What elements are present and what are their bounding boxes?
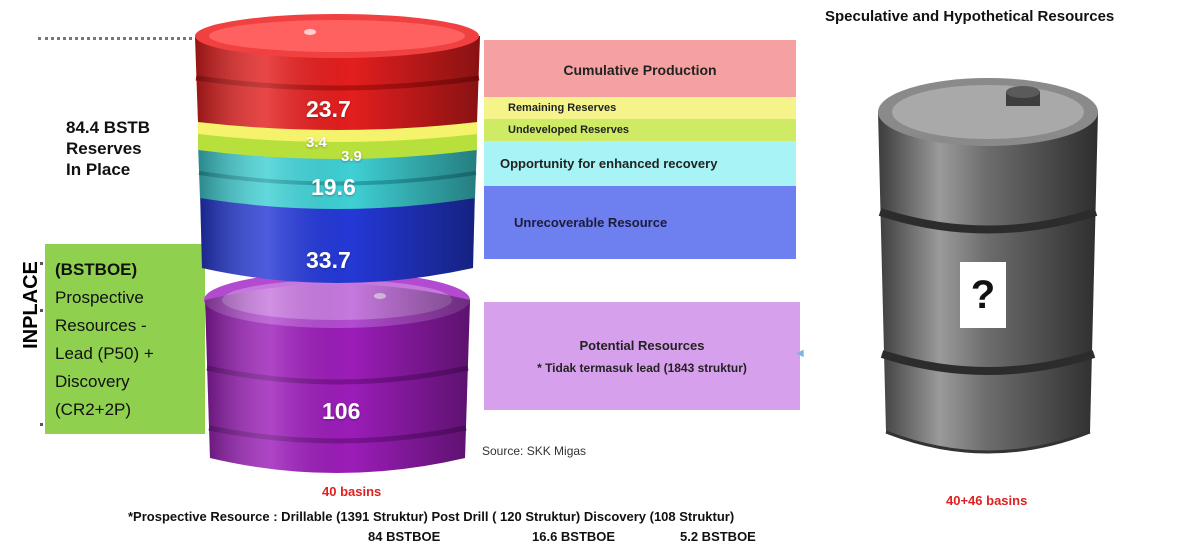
opportunity-band xyxy=(198,143,477,209)
label-potential-resources: Potential Resources * Tidak termasuk lea… xyxy=(484,302,800,410)
prospective-line: (CR2+2P) xyxy=(55,400,132,419)
potential-note: * Tidak termasuk lead (1843 struktur) xyxy=(537,360,747,375)
value-undeveloped: 3.9 xyxy=(341,148,362,165)
value-remaining: 3.4 xyxy=(306,134,327,151)
basins-right: 40+46 basins xyxy=(946,493,1028,508)
prospective-line: Resources - xyxy=(55,316,147,335)
chevron-left-icon: ◀ xyxy=(796,348,804,359)
marker-dot xyxy=(40,309,43,312)
prospective-heading: (BSTBOE) xyxy=(55,260,138,279)
unrecoverable-band xyxy=(200,190,475,283)
reserves-in-place-text: 84.4 BSTB Reserves In Place xyxy=(66,117,150,180)
value-cumulative: 23.7 xyxy=(306,96,351,122)
label-cumulative-production: Cumulative Production xyxy=(484,40,796,100)
footer-note: *Prospective Resource : Drillable (1391 … xyxy=(128,509,735,524)
footer-value-postdrill: 16.6 BSTBOE xyxy=(532,529,616,544)
value-unrecoverable: 33.7 xyxy=(306,247,351,273)
label-unrecoverable-resource: Unrecoverable Resource xyxy=(484,186,796,259)
reserves-word: Reserves xyxy=(66,139,142,158)
prospective-line: Discovery xyxy=(55,372,130,391)
stacked-oil-barrel xyxy=(195,14,480,473)
reserves-value: 84.4 BSTB xyxy=(66,118,151,137)
footer-value-drillable: 84 BSTBOE xyxy=(368,529,441,544)
unknown-question-mark: ? xyxy=(960,262,1006,328)
prospective-resources-box: (BSTBOE) Prospective Resources - Lead (P… xyxy=(45,244,205,434)
source-label: Source: SKK Migas xyxy=(482,444,587,458)
marker-dot xyxy=(40,262,43,265)
label-undeveloped-reserves: Undeveloped Reserves xyxy=(484,119,796,141)
marker-dot xyxy=(40,423,43,426)
label-opportunity-enhanced-recovery: Opportunity for enhanced recovery xyxy=(484,141,796,186)
value-potential: 106 xyxy=(322,398,361,424)
potential-title: Potential Resources xyxy=(579,337,705,353)
footer-value-discovery: 5.2 BSTBOE xyxy=(680,529,756,544)
prospective-line: Lead (P50) + xyxy=(55,344,154,363)
label-remaining-reserves: Remaining Reserves xyxy=(484,97,796,119)
top-dotted-line xyxy=(38,37,198,40)
prospective-line: Prospective xyxy=(55,288,144,307)
basins-left: 40 basins xyxy=(322,484,382,499)
value-opportunity: 19.6 xyxy=(311,174,356,200)
cumulative-band xyxy=(195,14,480,130)
speculative-title: Speculative and Hypothetical Resources xyxy=(825,8,1115,25)
in-place-word: In Place xyxy=(66,160,131,179)
potential-resources-band xyxy=(204,272,470,473)
